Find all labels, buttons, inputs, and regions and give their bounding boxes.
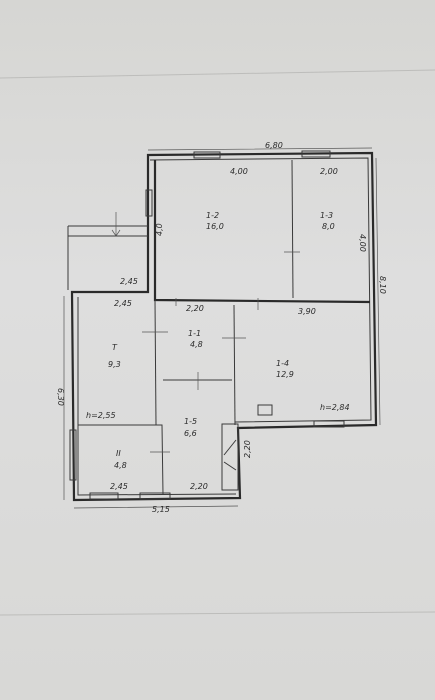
room-area: 4,8 [114,461,127,470]
dimension-lines [63,147,381,509]
dim-t-top: 2,45 [114,299,132,308]
room-id: T [112,343,118,352]
paper-line [0,611,435,616]
height-left: h=2,55 [86,411,116,420]
window [89,492,119,500]
porch [67,225,148,290]
room-id: 1-2 [206,211,219,220]
room-id: II [116,449,121,458]
room-area: 6,6 [184,429,197,438]
window [69,429,77,481]
wall-t-ii [78,424,164,495]
window [313,420,345,428]
window [193,151,221,159]
radiator [257,404,273,416]
stair-mark [223,439,237,471]
dim-15-bottom: 2,20 [190,482,208,491]
dim-13-top: 2,00 [320,167,338,176]
room-area: 9,3 [108,360,121,369]
dim-12-top: 4,00 [230,167,248,176]
dim-11-top: 2,20 [186,304,204,313]
wall-t-11 [154,299,157,426]
room-area: 12,9 [276,370,294,379]
interior-wall [153,160,371,304]
stair-box [221,423,239,491]
outer-wall [70,151,378,502]
room-area: 8,0 [322,222,335,231]
outer-wall-inner [77,297,237,496]
height-right: h=2,84 [320,403,350,412]
dim-right: 8,10 [378,276,387,294]
room-id: 1-3 [320,211,333,220]
dim-12-side: 4,0 [155,223,164,236]
room-area: 4,8 [190,340,203,349]
entry-arrow [111,212,121,237]
room-id: 1-4 [276,359,289,368]
room-id: 1-1 [188,329,201,338]
room-id: 1-5 [184,417,197,426]
dim-14-top: 3,90 [298,307,316,316]
dim-bottom: 5,15 [152,505,170,514]
window [139,492,171,500]
window [145,189,153,217]
room-area: 16,0 [206,222,224,231]
door-ticks [142,251,300,453]
dim-left: 6,30 [56,388,65,406]
dim-porch: 2,45 [120,277,138,286]
dim-13-side: 4,00 [358,234,367,252]
outer-wall-inner [149,157,372,423]
wall-12-13 [291,159,294,299]
window [301,150,331,158]
dim-top: 6,80 [265,141,283,150]
wall-11-14 [233,304,236,426]
dim-ii-bottom: 2,45 [110,482,128,491]
dim-stair: 2,20 [243,440,252,458]
paper-line [0,69,435,79]
